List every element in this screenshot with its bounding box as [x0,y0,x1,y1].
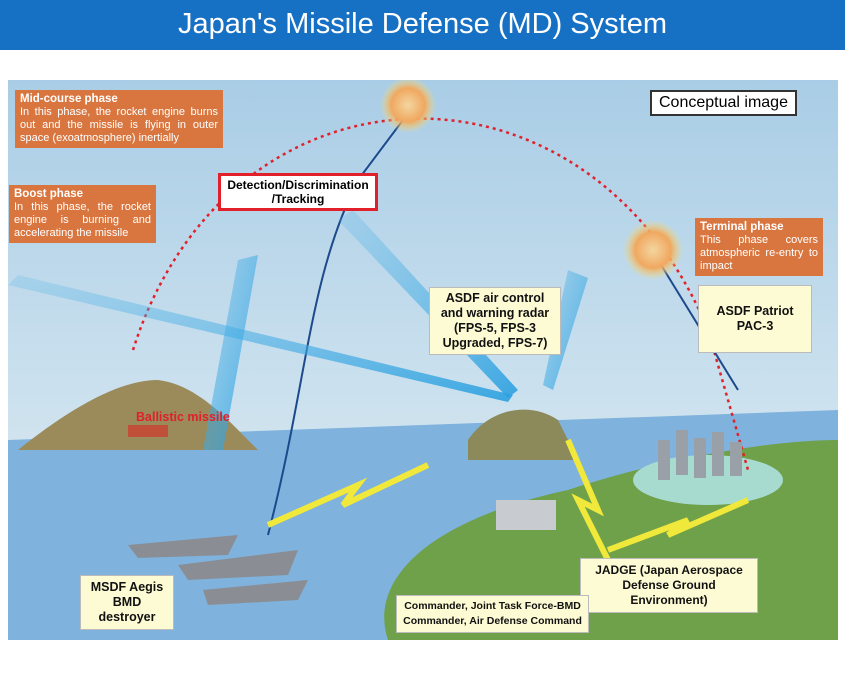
launch-hill [18,380,258,450]
conceptual-image-label: Conceptual image [650,90,797,116]
boost-title: Boost phase [14,188,84,200]
radar-label: ASDF air control and warning radar (FPS-… [429,287,561,355]
datalink-bolt [606,497,750,553]
detection-label: Detection/Discrimination /Tracking [218,173,378,211]
radar-beam [543,270,588,390]
radar-beam [8,275,513,402]
jadge-label: JADGE (Japan Aerospace Defense Ground En… [580,558,758,613]
mid-course-text: In this phase, the rocket engine burns o… [20,106,218,144]
radar-hill [468,409,578,460]
datalink-bolt [565,438,611,562]
datalink-bolt [266,462,430,528]
boost-text: In this phase, the rocket engine is burn… [14,201,151,239]
terminal-title: Terminal phase [700,221,784,233]
mid-course-title: Mid-course phase [20,93,118,105]
city-area [633,455,783,505]
command-building [496,500,556,530]
radar-beam [203,255,258,450]
intercept-explosion [380,77,436,133]
terminal-text: This phase covers atmospheric re-entry t… [700,234,818,272]
launcher-truck [128,425,168,437]
patriot-label: ASDF Patriot PAC-3 [698,285,812,353]
destroyers [128,535,308,605]
intercept-explosion [623,220,683,280]
aegis-label: MSDF Aegis BMD destroyer [80,575,174,630]
page-title: Japan's Missile Defense (MD) System [0,0,845,50]
ballistic-missile-label: Ballistic missile [136,410,230,424]
city-buildings [658,430,742,480]
commander-label: Commander, Joint Task Force-BMD Commande… [396,595,589,633]
scene-illustration [8,77,838,640]
